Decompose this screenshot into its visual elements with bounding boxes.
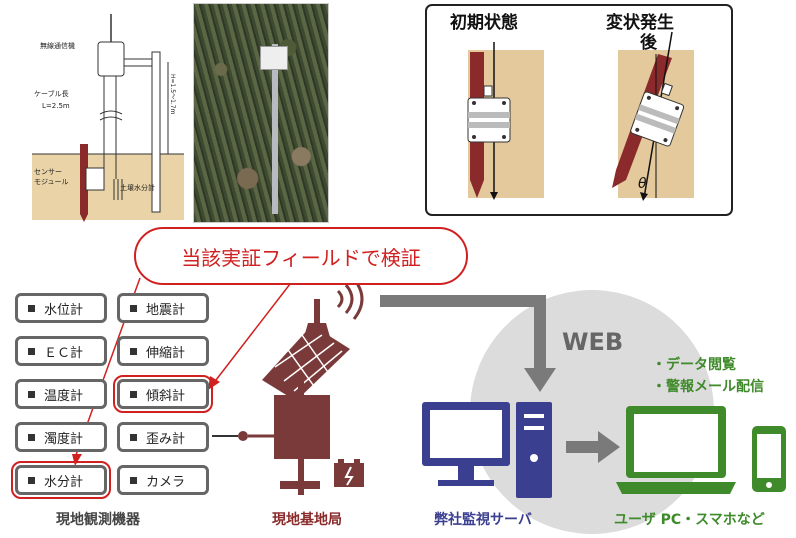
web-label: WEB xyxy=(562,328,624,356)
caption-sensors: 現地観測機器 xyxy=(56,512,140,528)
callout-text: 当該実証フィールドで検証 xyxy=(181,245,421,270)
sensor-water-level[interactable]: 水位計 xyxy=(15,293,107,323)
bullet-square-icon xyxy=(130,390,137,398)
installation-schematic: 無線通信機 ケーブル長 L=2.5m H=1.5～1.7m センサー モジュール… xyxy=(32,14,184,222)
caption-server: 弊社監視サーバ xyxy=(434,512,532,528)
server-icon xyxy=(422,402,552,498)
user-devices-icon xyxy=(616,406,786,494)
bullet-square-icon xyxy=(130,347,137,355)
callout-bubble: 当該実証フィールドで検証 xyxy=(134,227,468,285)
caption-station: 現地基地局 xyxy=(272,512,342,528)
bullet-square-icon xyxy=(28,433,35,441)
feature-data-view: ・データ閲覧 xyxy=(652,357,736,373)
label-sensor-module-1: センサー xyxy=(34,168,62,176)
label-height: H=1.5～1.7m xyxy=(169,74,176,115)
server-to-user-arrow xyxy=(566,441,600,453)
label-soil-meter: 土壌水分計 xyxy=(120,183,155,192)
label-wireless: 無線通信機 xyxy=(40,41,75,50)
sensor-turbidimeter[interactable]: 濁度計 xyxy=(15,422,107,452)
feature-alert-mail: ・警報メール配信 xyxy=(652,379,764,395)
sensor-strain-gauge[interactable]: 歪み計 xyxy=(117,422,209,452)
label-after-change-1: 変状発生 xyxy=(606,12,674,33)
sensor-module-box xyxy=(85,167,105,191)
sensor-inclinometer[interactable]: 傾斜計 xyxy=(113,375,213,413)
sensor-stake xyxy=(80,144,88,222)
support-pole xyxy=(151,51,161,213)
label-cable: ケーブル長 xyxy=(34,89,69,98)
label-theta: θ xyxy=(638,176,647,192)
web-arrow xyxy=(380,295,546,372)
bullet-square-icon xyxy=(28,476,35,484)
label-sensor-module-2: モジュール xyxy=(34,178,69,186)
sensor-ec[interactable]: ＥＣ計 xyxy=(15,336,107,366)
callout-line-tilt xyxy=(215,283,291,381)
bullet-square-icon xyxy=(130,304,137,312)
field-photo xyxy=(193,3,329,223)
sensor-moisture-meter[interactable]: 水分計 xyxy=(11,461,111,499)
caption-user: ユーザ PC・スマホなど xyxy=(614,512,765,528)
bullet-square-icon xyxy=(28,390,35,398)
sensor-extensometer[interactable]: 伸縮計 xyxy=(117,336,209,366)
solar-panel-icon xyxy=(262,325,350,401)
sensor-thermometer[interactable]: 温度計 xyxy=(15,379,107,409)
bullet-square-icon xyxy=(130,476,137,484)
logger-box xyxy=(274,395,330,459)
sensor-seismometer[interactable]: 地震計 xyxy=(117,293,209,323)
label-initial-state: 初期状態 xyxy=(450,12,518,33)
sensor-camera[interactable]: カメラ xyxy=(117,465,209,495)
base-station-icon xyxy=(262,285,364,495)
bullet-square-icon xyxy=(28,347,35,355)
bullet-square-icon xyxy=(28,304,35,312)
label-after-change-2: 後 xyxy=(640,32,658,53)
tilt-panel: 初期状態 変状発生 後 θ xyxy=(425,4,733,216)
label-cable-length: L=2.5m xyxy=(42,102,70,110)
bullet-square-icon xyxy=(130,433,137,441)
